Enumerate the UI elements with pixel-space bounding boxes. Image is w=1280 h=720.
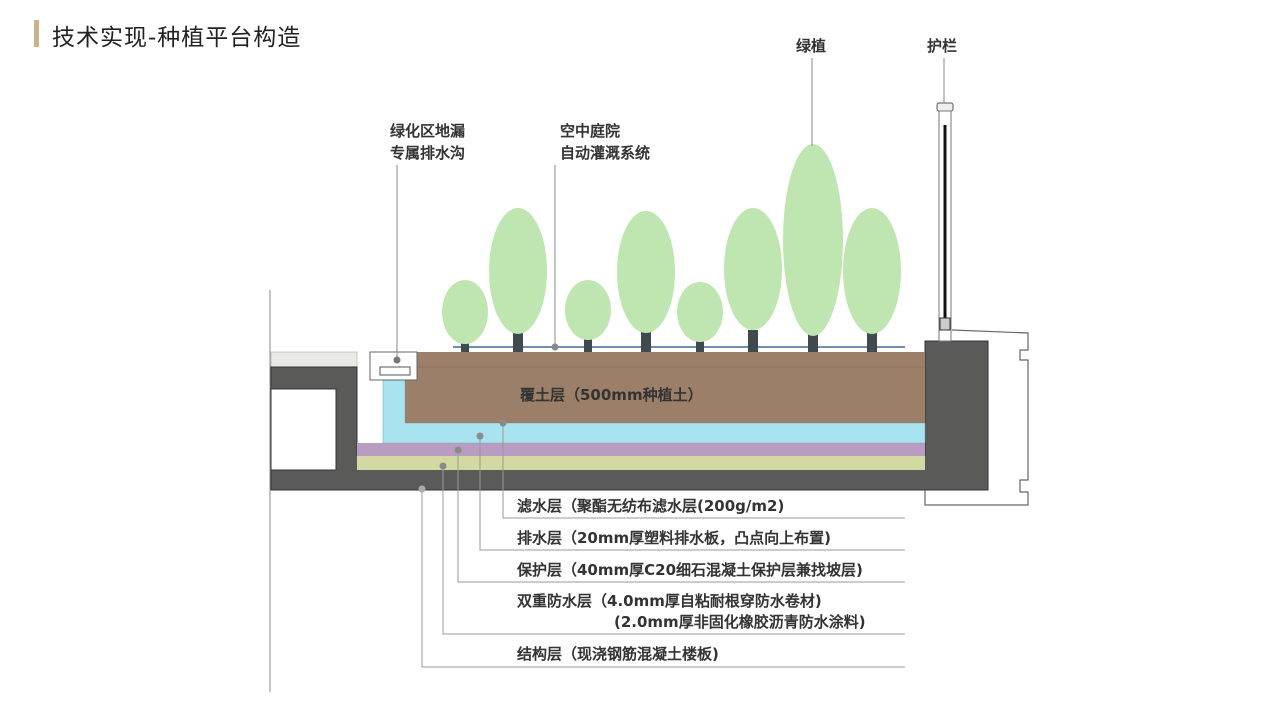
tree (565, 280, 611, 352)
waterproof-layer (357, 456, 925, 470)
structure-leader (421, 488, 905, 668)
railing (936, 102, 954, 342)
drain-label-1: 绿化区地漏 (390, 122, 465, 140)
floor-drain (369, 351, 418, 381)
tree (843, 208, 901, 352)
filter-leader (502, 423, 905, 519)
soil-label: 覆土层（500mm种植土） (520, 386, 703, 404)
irrigation-label-2: 自动灌溉系统 (560, 144, 650, 162)
trees (442, 144, 901, 352)
protection-leader (457, 450, 905, 583)
tree (783, 144, 843, 352)
tree (617, 211, 675, 352)
tree (442, 280, 488, 352)
tree (724, 208, 782, 352)
irrigation-label-1: 空中庭院 (560, 122, 620, 140)
tree (677, 282, 723, 352)
tree (489, 208, 547, 352)
facade-outline (924, 329, 1029, 506)
layer-label-waterproof-2: (2.0mm厚非固化橡胶沥青防水涂料) (614, 613, 866, 631)
soil-layer (405, 352, 925, 423)
layer-label-structure: 结构层（现浇钢筋混凝土楼板) (517, 645, 719, 663)
drain-grate (379, 366, 411, 376)
plants-label: 绿植 (796, 37, 826, 55)
layer-label-drainage: 排水层（20mm厚塑料排水板，凸点向上布置) (517, 529, 831, 547)
protection-layer (357, 443, 925, 456)
drain-label-2: 专属排水沟 (390, 144, 465, 162)
slab-opening (270, 388, 337, 471)
layer-label-filter: 滤水层（聚酯无纺布滤水层(200g/m2) (517, 497, 784, 515)
waterproof-leader (442, 466, 905, 635)
railing-label: 护栏 (927, 37, 957, 55)
drain-layer-leader (479, 435, 905, 551)
paving-strip (270, 351, 358, 368)
layer-label-protection: 保护层（40mm厚C20细石混凝土保护层兼找坡层) (516, 561, 863, 579)
title-accent-bar (34, 20, 39, 47)
page-title: 技术实现-种植平台构造 (52, 25, 302, 51)
layer-label-waterproof: 双重防水层（4.0mm厚自粘耐根穿防水卷材) (517, 592, 822, 610)
